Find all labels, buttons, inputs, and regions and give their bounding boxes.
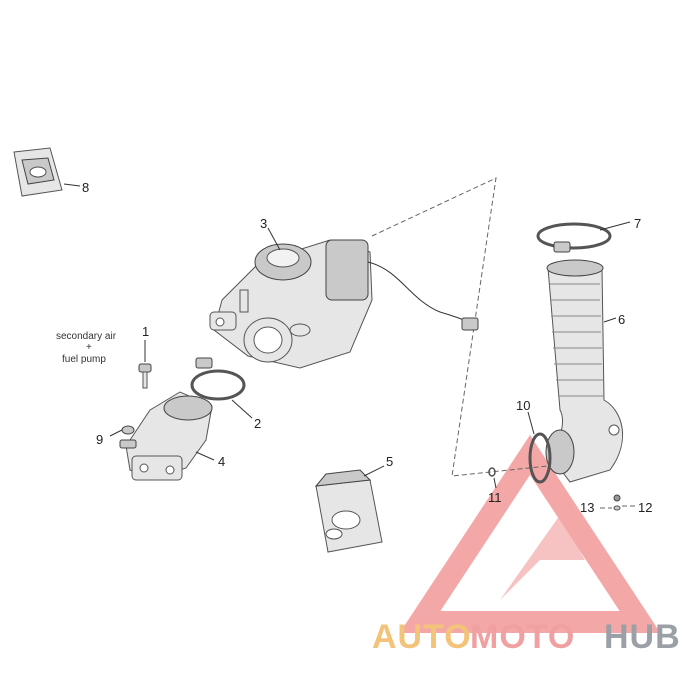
part-11-o-ring xyxy=(488,467,497,489)
watermark-moto: MOTO xyxy=(470,618,575,656)
callout-1: 1 xyxy=(142,324,149,339)
part-10-clamp xyxy=(527,411,552,484)
connection-dashed-line xyxy=(371,177,587,477)
part-6-bellows-hose xyxy=(545,259,624,483)
part-3-carburetor xyxy=(209,227,479,369)
callout-5: 5 xyxy=(386,454,393,469)
callout-11: 11 xyxy=(488,490,502,505)
part-1-screw xyxy=(138,340,152,389)
callout-7: 7 xyxy=(634,216,641,231)
watermark-logo xyxy=(399,435,661,633)
callout-10: 10 xyxy=(516,398,530,413)
callout-8: 8 xyxy=(82,180,89,195)
note-line-3: fuel pump xyxy=(62,354,106,365)
part-4-intake-manifold xyxy=(119,391,215,481)
callout-12: 12 xyxy=(638,500,652,515)
watermark-text: AUTO MOTO HUB xyxy=(372,618,681,656)
part-7-clamp xyxy=(536,221,631,253)
callout-13: 13 xyxy=(580,500,594,515)
watermark-hub: HUB xyxy=(604,618,681,656)
watermark-auto: AUTO xyxy=(372,618,472,656)
part-9-fitting xyxy=(109,425,135,437)
part-12-13-hardware xyxy=(600,494,636,511)
callout-2: 2 xyxy=(254,416,261,431)
callout-6: 6 xyxy=(618,312,625,327)
callout-4: 4 xyxy=(218,454,225,469)
callout-3: 3 xyxy=(260,216,267,231)
note-line-2: + xyxy=(86,342,92,353)
callout-9: 9 xyxy=(96,432,103,447)
part-2-clamp xyxy=(190,357,253,419)
part-8-bracket xyxy=(13,147,81,197)
note-line-1: secondary air xyxy=(56,331,117,342)
part-5-gasket-kit xyxy=(314,465,385,553)
